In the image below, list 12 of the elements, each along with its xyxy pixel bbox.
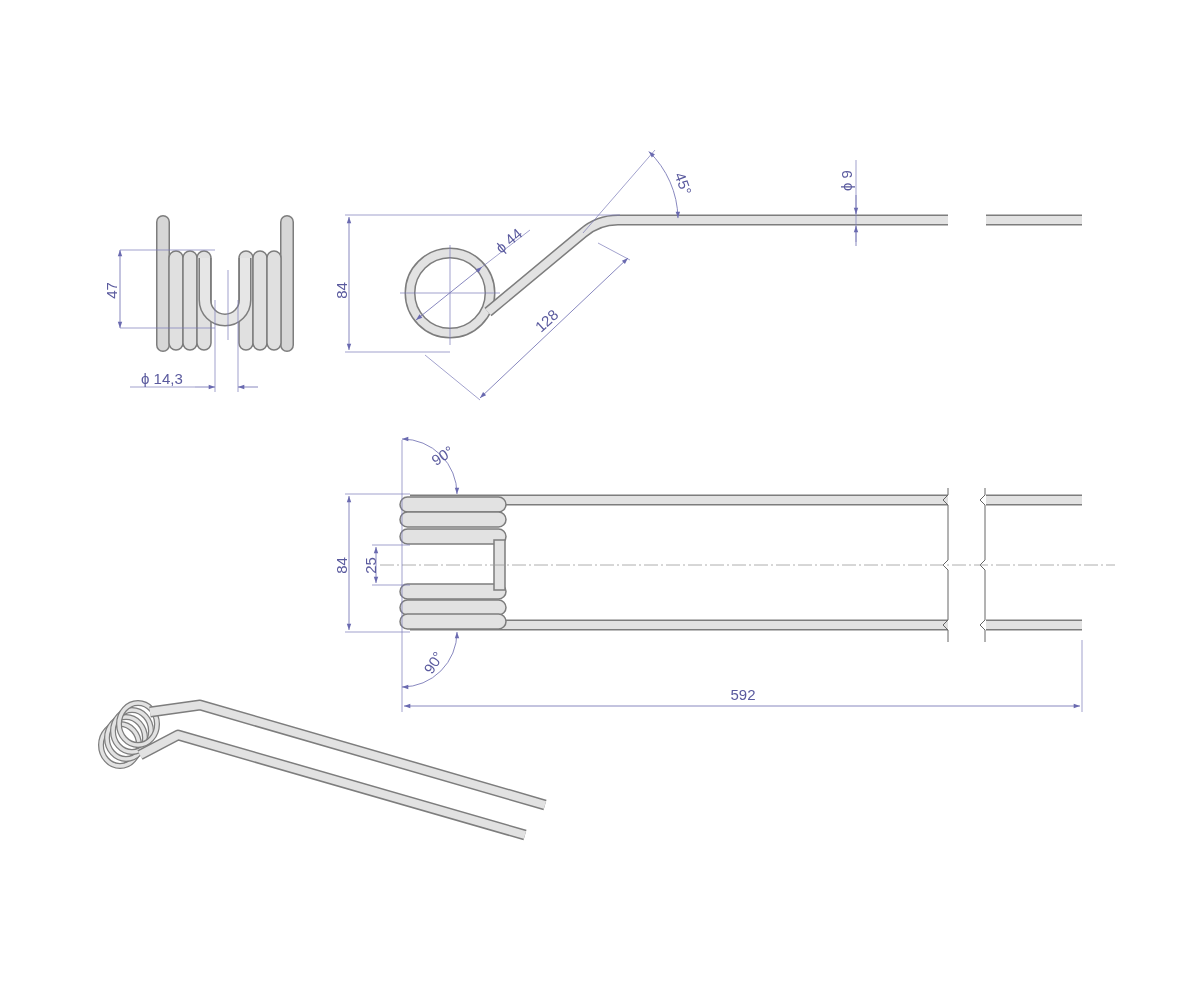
dimension-value: 128	[531, 306, 561, 334]
dimension-value: 47	[103, 281, 119, 299]
dimension-value: 25	[362, 556, 378, 574]
dimension-value: ϕ 14,3	[141, 370, 183, 386]
dimension-value: ϕ 9	[838, 169, 854, 191]
dimension-value: 592	[730, 686, 756, 702]
dimension-value: 84	[333, 556, 349, 574]
dimension-value: ϕ 44	[492, 224, 525, 256]
dimension-value: 84	[333, 281, 349, 299]
dimension-value: 90°	[420, 648, 446, 676]
dimension-value: 45°	[671, 169, 694, 197]
dimension-value: 90°	[428, 442, 456, 468]
